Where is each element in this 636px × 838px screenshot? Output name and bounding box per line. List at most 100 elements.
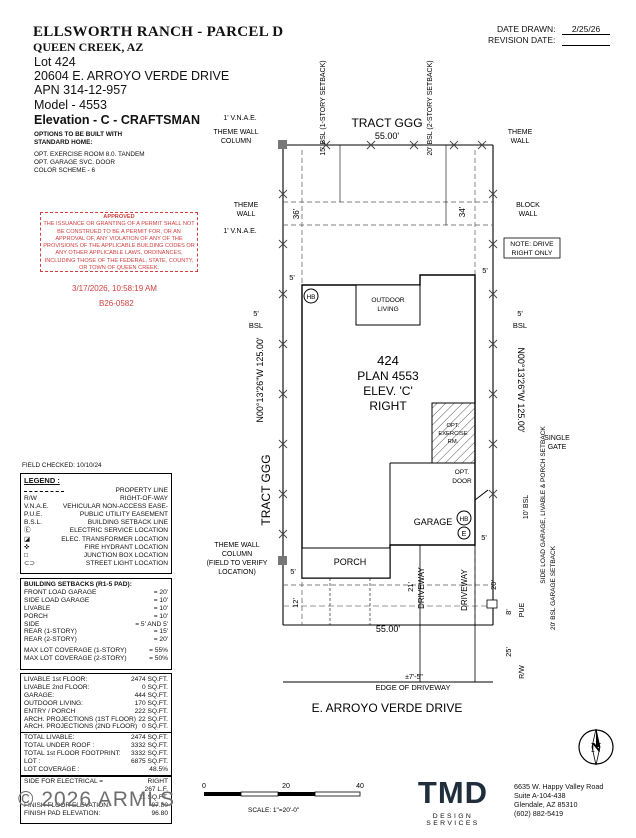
theme-col-bottom-2: COLUMN	[222, 551, 252, 558]
setback-label: LIVABLE	[24, 604, 51, 612]
theme-wall-column-label-1: THEME WALL	[213, 129, 258, 136]
dim-5-b: 5'	[482, 266, 488, 275]
area-misc-row: FINISH PAD ELEVATION:96.80	[24, 810, 168, 818]
legend-abbr: P.U.E.	[24, 511, 43, 519]
coverage-row: MAX LOT COVERAGE (1-STORY)= 55%	[24, 647, 168, 655]
bsl-20-label: 20' BSL (2-STORY SETBACK)	[427, 60, 434, 155]
area-misc-value: 267 L.F.	[144, 785, 168, 793]
single-gate	[474, 489, 489, 501]
setbacks-box: BUILDING SETBACKS (R1-5 PAD): FRONT LOAD…	[20, 578, 172, 670]
option-3: COLOR SCHEME - 6	[34, 167, 96, 174]
vnae-mid-label: 1' V.N.A.E.	[223, 228, 256, 235]
bsl-right-label: BSL	[513, 321, 527, 330]
plan-hand: RIGHT	[369, 399, 407, 413]
approval-stamp: APPROVED THE ISSUANCE OR GRANTING OF A P…	[40, 212, 198, 272]
plan-number: PLAN 4553	[357, 369, 419, 383]
porch	[301, 547, 391, 579]
scale-tick-40: 40	[356, 783, 364, 790]
setbacks-title: BUILDING SETBACKS (R1-5 PAD):	[24, 581, 132, 588]
setback-label: REAR (2-STORY)	[24, 636, 77, 644]
field-checked: FIELD CHECKED: 10/10/24	[22, 462, 102, 469]
theme-col-bottom-1: THEME WALL	[214, 542, 259, 549]
block-wall-label-1: BLOCK	[516, 202, 540, 209]
setback-value: = 5' AND 5'	[135, 620, 168, 628]
area-total-label: TOTAL 1st FLOOR FOOTPRINT:	[24, 749, 121, 757]
svg-text:E: E	[462, 531, 467, 538]
theme-wall-right-label-2: WALL	[511, 138, 530, 145]
single-gate-label-1: SINGLE	[544, 435, 570, 442]
legend-label: ELEC. TRANSFORMER LOCATION	[61, 535, 168, 543]
area-label: GARAGE:	[24, 691, 55, 699]
setback-row: REAR (1-STORY)= 15'	[24, 628, 168, 636]
legend-row: P.U.E. PUBLIC UTILITY EASEMENT	[24, 511, 168, 519]
theme-col-bottom-3: (FIELD TO VERIFY	[207, 560, 268, 567]
setback-row: LIVABLE= 10'	[24, 605, 168, 613]
dim-21: 21'	[406, 582, 415, 592]
scale-tick-0: 0	[202, 783, 206, 790]
setback-row: SIDE= 5' AND 5'	[24, 621, 168, 629]
area-value: 0 SQ.FT.	[141, 683, 168, 691]
setback-value: = 20'	[153, 588, 168, 596]
area-total-label: LOT COVERAGE :	[24, 765, 80, 773]
area-value: 444 SQ.FT.	[134, 691, 168, 699]
area-misc-row: FINISH FLOOR ELEVATION:97.80	[24, 802, 168, 810]
legend-label: VEHICULAR NON-ACCESS EASE-	[62, 503, 168, 511]
dim-5-d: 5'	[517, 309, 523, 318]
area-total-row: LOT COVERAGE :48.5%	[24, 766, 168, 774]
legend-label: STREET LIGHT LOCATION	[85, 559, 168, 567]
area-total-value: 2474 SQ.FT.	[130, 734, 168, 741]
setback-row: PORCH= 10'	[24, 613, 168, 621]
legend-abbr: ◪	[24, 535, 31, 543]
hose-bib-garage: HB	[456, 510, 472, 526]
area-label: OUTDOOR LIVING:	[24, 699, 83, 707]
apn: APN 314-12-957	[34, 83, 128, 97]
driveway-right-label: DRIVEWAY	[460, 568, 469, 610]
area-total-row: TOTAL LIVABLE: 2474 SQ.FT.	[24, 734, 168, 742]
legend-row: ⊂⊃STREET LIGHT LOCATION	[24, 560, 168, 568]
area-total-value: 6875 SQ.FT.	[130, 757, 168, 765]
block-wall-label-2: WALL	[519, 211, 538, 218]
side-load-label: SIDE LOAD GARAGE, LIVABLE & PORCH SETBAC…	[540, 426, 547, 584]
bsl-20-garage-label: 20' BSL GARAGE SETBACK	[550, 545, 557, 630]
area-total-row: TOTAL UNDER ROOF :3332 SQ.FT.	[24, 742, 168, 750]
junction-box	[486, 599, 498, 609]
dim-20: 20'	[489, 580, 498, 590]
right-dimension: N00°13'26"W 125.00'	[516, 347, 526, 433]
drive-note-1: NOTE: DRIVE	[510, 241, 554, 248]
area-label: LIVABLE 2nd FLOOR:	[24, 683, 90, 691]
coverage-value: = 55%	[149, 647, 168, 655]
driveway	[419, 545, 476, 682]
tract-left-label: TRACT GGG	[259, 454, 273, 525]
outdoor-living-label-2: LIVING	[377, 306, 398, 313]
area-misc-label: FINISH FLOOR ELEVATION:	[24, 801, 110, 809]
theme-col-bottom-4: LOCATION)	[218, 569, 256, 576]
coverage-label: MAX LOT COVERAGE (2-STORY)	[24, 655, 127, 663]
exercise-label-3: RM.	[448, 439, 459, 445]
areas-box-2: TOTAL LIVABLE: 2474 SQ.FT.TOTAL UNDER ROO…	[20, 732, 172, 776]
porch-label: PORCH	[334, 557, 367, 567]
pue-label: PUE	[519, 602, 526, 617]
garage-walls	[389, 462, 475, 545]
garage-label: GARAGE	[414, 517, 453, 527]
driveway-left-label: DRIVEWAY	[417, 566, 426, 608]
area-row: OUTDOOR LIVING:170 SQ.FT.	[24, 700, 168, 708]
bsl-15-label: 15' BSL (1-STORY SETBACK)	[320, 60, 327, 155]
area-row: ARCH. PROJECTIONS (2ND FLOOR)0 SQ.FT.	[24, 723, 168, 731]
plan-lot-number: 424	[377, 353, 399, 368]
project-city: QUEEN CREEK, AZ	[33, 40, 144, 54]
dim-5-f: 5'	[290, 567, 296, 576]
legend-abbr: B.S.L.	[24, 519, 42, 527]
legend-label: PROPERTY LINE	[115, 487, 168, 494]
date-drawn-label: DATE DRAWN:	[497, 24, 556, 34]
area-misc-row: SIDE FOR ELECTRICAL =RIGHT	[24, 778, 168, 786]
theme-wall-column-bottom	[278, 556, 287, 565]
left-dimension: N00°13'26"W 125.00'	[255, 337, 265, 423]
theme-wall-column-top	[278, 140, 287, 149]
legend-row: V.N.A.E.VEHICULAR NON-ACCESS EASE-	[24, 503, 168, 511]
opt-door-label-1: OPT.	[455, 469, 470, 476]
legend-label: PUBLIC UTILITY EASEMENT	[79, 511, 168, 519]
area-row: LIVABLE 1st FLOOR:2474 SQ.FT.	[24, 676, 168, 684]
area-total-label: TOTAL LIVABLE:	[24, 734, 75, 741]
exercise-label-2: EXERCISE	[438, 431, 467, 437]
